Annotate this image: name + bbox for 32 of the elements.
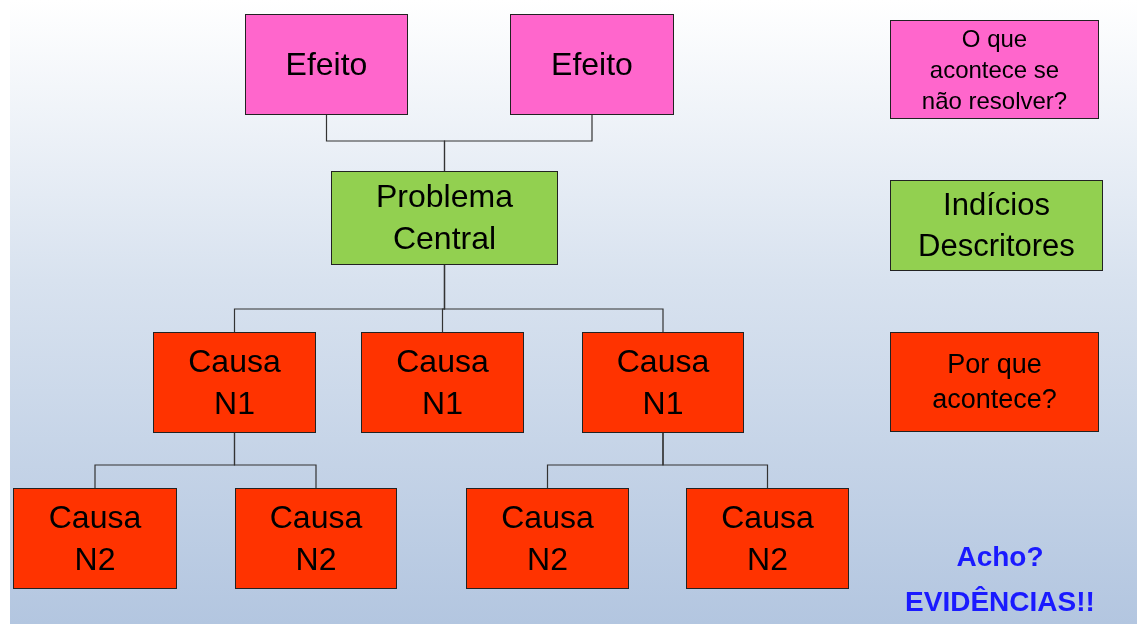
tree-box <box>245 14 408 115</box>
tree-box <box>466 488 629 589</box>
connector-line <box>443 114 593 172</box>
tree-box <box>890 20 1099 119</box>
box-label: Por que acontece? <box>931 347 1058 416</box>
tree-box <box>153 332 316 433</box>
box-label: Causa N2 <box>47 497 143 579</box>
tree-box <box>235 488 397 589</box>
box-label: Efeito <box>551 44 633 84</box>
connector-line <box>233 432 317 489</box>
tree-box <box>686 488 849 589</box>
box-label: Causa N2 <box>500 497 595 579</box>
emphasis-note: EVIDÊNCIAS!! <box>904 586 1096 618</box>
box-label: O que acontece se não resolver? <box>920 23 1069 117</box>
tree-box <box>510 14 674 115</box>
connector-line <box>443 264 664 333</box>
tree-box <box>331 171 558 265</box>
emphasis-note: Acho? <box>955 541 1045 573</box>
box-label: Causa N1 <box>395 341 490 423</box>
box-label: Causa N2 <box>268 497 364 579</box>
box-label: Efeito <box>285 44 368 84</box>
tree-box <box>582 332 744 433</box>
box-label: Causa N2 <box>720 497 815 579</box>
tree-box <box>13 488 177 589</box>
tree-box <box>361 332 524 433</box>
tree-box <box>890 180 1103 271</box>
box-label: Causa N1 <box>615 341 711 423</box>
box-label: Problema Central <box>375 177 514 258</box>
box-label: Causa N1 <box>187 341 282 423</box>
tree-box <box>890 332 1099 432</box>
connector-line <box>662 432 769 489</box>
box-label: Indícios Descritores <box>917 186 1076 265</box>
